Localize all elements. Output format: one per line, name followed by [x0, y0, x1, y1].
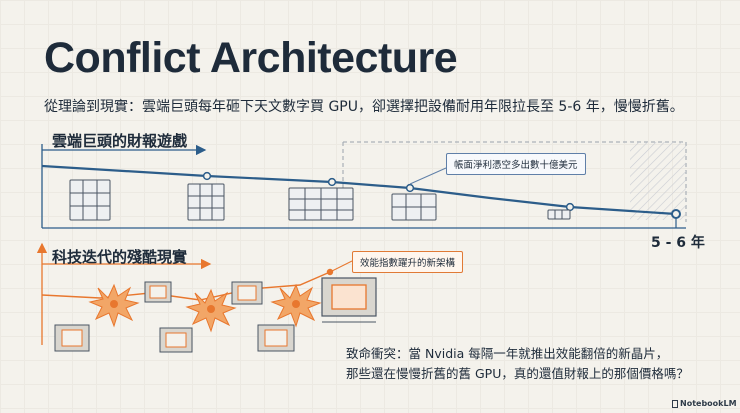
depreciation-markers — [202, 171, 681, 219]
explosion-icon — [185, 288, 237, 333]
performance-marker — [326, 268, 334, 276]
gpu-chip-icon — [144, 281, 172, 303]
gpu-chip-icon — [231, 281, 263, 305]
gpu-chip-icon — [321, 277, 377, 323]
bottom-section-label: 科技迭代的殘酷現實 — [52, 248, 188, 266]
conflict-statement: 致命衝突：當 Nvidia 每隔一年就推出效能翻倍的新晶片， 那些還在慢慢折舊的… — [346, 344, 689, 384]
top-axes — [41, 144, 686, 229]
callout-leader — [409, 167, 447, 185]
bottom-axes — [36, 242, 212, 345]
page-title: Conflict Architecture — [44, 34, 458, 82]
hatched-end-zone — [630, 142, 686, 220]
server-rack-icon — [69, 179, 111, 221]
callout-leader — [329, 260, 353, 273]
explosion-icon — [270, 283, 322, 328]
watermark: NotebookLM — [680, 399, 737, 408]
net-income-callout: 帳面淨利憑空多出數十億美元 — [446, 153, 586, 175]
top-section-label: 雲端巨頭的財報遊戲 — [52, 132, 188, 150]
new-architecture-callout: 效能指數躍升的新架構 — [352, 251, 464, 273]
gpu-chip-icon — [159, 327, 193, 353]
server-rack-icon — [288, 187, 354, 221]
explosion-icon — [88, 283, 140, 328]
gpu-chip-icon — [54, 324, 90, 352]
gpu-chip-icon — [257, 324, 295, 352]
server-rack-icon — [547, 209, 571, 220]
server-rack-icon — [187, 183, 225, 221]
notebook-icon — [672, 400, 678, 408]
page-subtitle: 從理論到現實：雲端巨頭每年砸下天文數字買 GPU，卻選擇把設備耐用年限拉長至 5… — [44, 99, 684, 115]
conflict-line-1: 致命衝突：當 Nvidia 每隔一年就推出效能翻倍的新晶片， — [346, 346, 669, 361]
lifespan-end-label: 5 - 6 年 — [651, 235, 705, 251]
conflict-line-2: 那些還在慢慢折舊的舊 GPU，真的還值財報上的那個價格嗎？ — [346, 366, 689, 381]
server-rack-icon — [391, 193, 437, 221]
